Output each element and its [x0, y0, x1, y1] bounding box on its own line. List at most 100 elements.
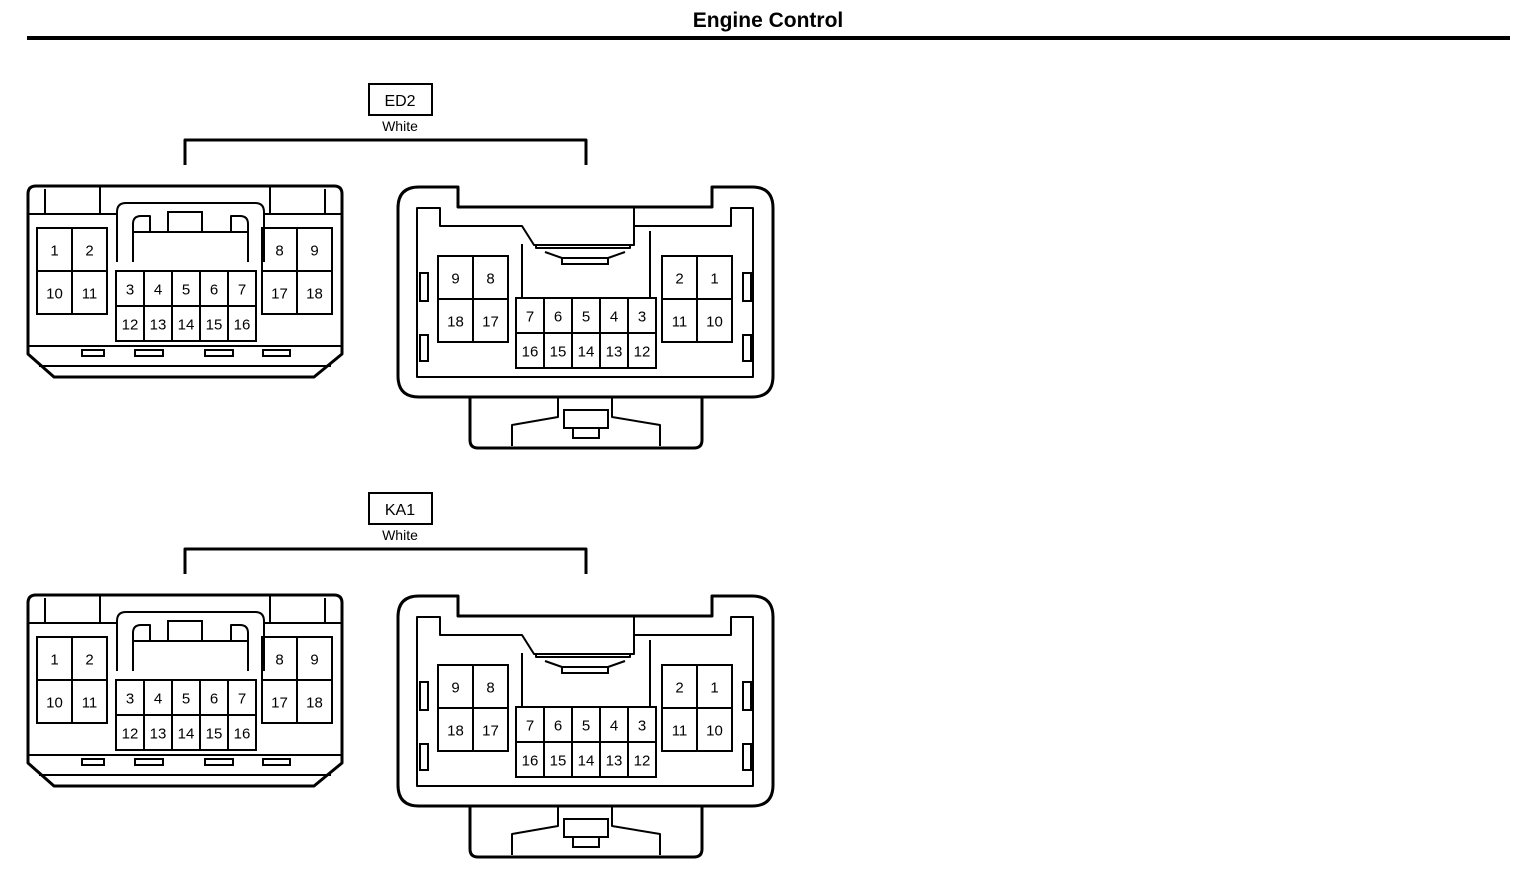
latch-tab [167, 620, 203, 642]
bottom-tab-ridge [511, 398, 559, 446]
pin-number: 5 [182, 691, 190, 708]
pin-number: 11 [82, 286, 98, 303]
pin-number: 9 [451, 680, 459, 697]
pin-number: 5 [582, 718, 590, 735]
inner-frame [416, 207, 754, 378]
pin-cavity [696, 707, 733, 752]
pin-number: 8 [486, 680, 494, 697]
pin-number: 3 [126, 691, 134, 708]
bottom-tab [468, 398, 704, 450]
pin-number: 13 [606, 344, 623, 361]
latch-arm [230, 215, 249, 262]
pin-cavity [71, 270, 108, 315]
pin-number: 4 [154, 691, 162, 708]
bottom-tab-ridge [611, 398, 661, 446]
pin-number: 15 [206, 317, 223, 334]
pin-number: 15 [550, 753, 567, 770]
bottom-lock [572, 427, 600, 439]
pin-number: 2 [85, 243, 93, 260]
latch [535, 245, 631, 249]
lock-bump [134, 758, 164, 766]
latch-arm [230, 624, 249, 671]
pin-cavity [472, 707, 509, 752]
pin-number: 9 [310, 652, 318, 669]
pin-number: 16 [522, 753, 539, 770]
pin-number: 2 [675, 271, 683, 288]
connector-id: ED2 [384, 93, 415, 110]
housing-outline [396, 594, 775, 808]
pin-number: 8 [275, 652, 283, 669]
pin-number: 14 [178, 317, 195, 334]
pin-number: 6 [210, 282, 218, 299]
pin-number: 7 [526, 309, 534, 326]
pin-number: 15 [550, 344, 567, 361]
bottom-lock [572, 836, 600, 848]
pin-number: 1 [710, 271, 718, 288]
pin-number: 5 [582, 309, 590, 326]
connector-id-box [368, 492, 433, 525]
pin-number: 8 [486, 271, 494, 288]
side-key [419, 681, 429, 711]
latch-arm [132, 624, 151, 671]
lock-bump [262, 349, 291, 357]
connector-id: KA1 [385, 502, 415, 519]
pin-cavity [472, 298, 509, 343]
lock-bump [134, 349, 164, 357]
inner-frame [416, 616, 754, 787]
pin-number: 10 [46, 695, 63, 712]
bottom-tab-ridge [611, 807, 661, 855]
pin-number: 18 [447, 314, 464, 331]
housing-outline [26, 593, 344, 788]
pin-number: 4 [610, 309, 618, 326]
pin-cavity [71, 679, 108, 724]
pin-number: 16 [234, 726, 251, 743]
lock-bump [204, 758, 234, 766]
pin-number: 12 [122, 317, 139, 334]
connector-bracket [183, 138, 588, 165]
bottom-lock [563, 818, 609, 838]
side-key [419, 743, 429, 771]
pin-number: 6 [554, 309, 562, 326]
housing-outline [26, 184, 344, 379]
side-key [419, 334, 429, 362]
pin-number: 17 [271, 286, 288, 303]
pin-number: 17 [482, 723, 499, 740]
lock-bump [81, 758, 105, 766]
pin-number: 15 [206, 726, 223, 743]
pin-number: 9 [310, 243, 318, 260]
connector-color: White [382, 527, 418, 543]
pin-number: 10 [706, 314, 723, 331]
page-title: Engine Control [692, 9, 844, 32]
pin-number: 2 [85, 652, 93, 669]
pin-cavity [696, 298, 733, 343]
latch-tab [561, 257, 609, 265]
housing-outline [396, 185, 775, 399]
pin-cavity [227, 714, 257, 751]
bottom-tab-ridge [511, 807, 559, 855]
side-key [742, 743, 752, 771]
pin-number: 8 [275, 243, 283, 260]
lock-bump [81, 349, 105, 357]
latch [535, 654, 631, 658]
pin-cavity [296, 679, 333, 724]
pin-number: 1 [50, 652, 58, 669]
pin-number: 7 [238, 282, 246, 299]
pin-number: 5 [182, 282, 190, 299]
pin-number: 4 [154, 282, 162, 299]
pin-number: 3 [638, 718, 646, 735]
latch-tab [167, 211, 203, 233]
pin-number: 1 [50, 243, 58, 260]
pin-number: 12 [634, 753, 651, 770]
pin-number: 3 [126, 282, 134, 299]
pin-number: 6 [554, 718, 562, 735]
pin-number: 10 [46, 286, 63, 303]
pin-number: 4 [610, 718, 618, 735]
pin-number: 12 [122, 726, 139, 743]
lock-bump [204, 349, 234, 357]
pin-cavity [627, 741, 657, 778]
pin-number: 17 [271, 695, 288, 712]
